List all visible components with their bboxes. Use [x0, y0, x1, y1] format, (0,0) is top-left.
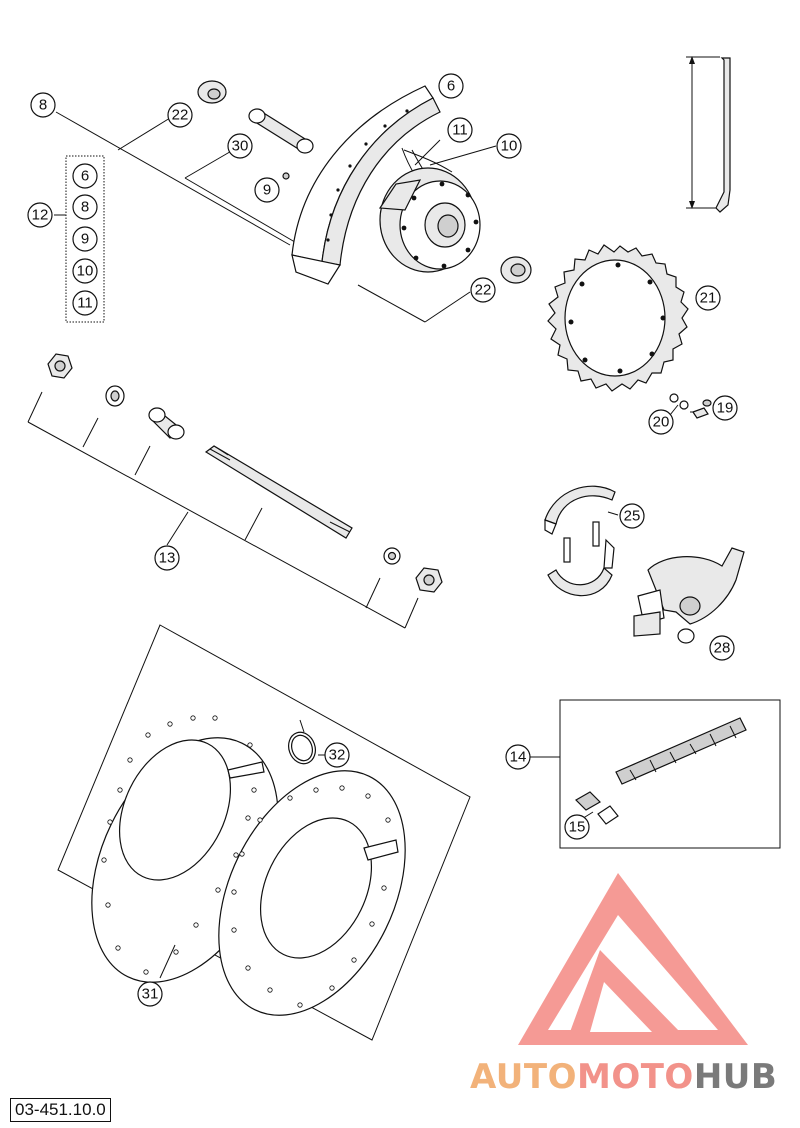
svg-text:10: 10 — [77, 263, 94, 280]
brake-disc-31 — [91, 715, 406, 1016]
callout-15: 15 — [564, 814, 590, 840]
washer-left — [105, 385, 125, 407]
callout-25: 25 — [619, 503, 645, 529]
svg-text:12: 12 — [32, 207, 49, 224]
kit-box-12 — [65, 155, 105, 323]
svg-text:22: 22 — [172, 107, 189, 124]
callout-21: 21 — [695, 285, 721, 311]
watermark-text: AUTOMOTOHUB — [470, 1057, 777, 1097]
svg-text:14: 14 — [510, 749, 527, 766]
callout-28: 28 — [709, 635, 735, 661]
axle-nut-left — [47, 353, 73, 379]
svg-text:9: 9 — [81, 231, 89, 248]
svg-text:15: 15 — [569, 819, 586, 836]
kit-list-12: 6 8 9 10 11 — [72, 163, 98, 316]
washer-20 — [669, 393, 689, 410]
callout-13: 13 — [154, 545, 180, 571]
svg-text:6: 6 — [447, 78, 455, 95]
kit-item: 11 — [72, 290, 98, 316]
washer-right — [383, 547, 401, 565]
svg-text:28: 28 — [714, 640, 731, 657]
svg-text:10: 10 — [501, 138, 518, 155]
axle-nut-right — [415, 567, 443, 593]
bearing-22-bottom — [500, 256, 532, 284]
bearing-22-top — [197, 80, 227, 104]
callout-14: 14 — [505, 744, 531, 770]
callout-10: 10 — [496, 133, 522, 159]
brake-shoes-25 — [544, 485, 616, 597]
spacer-left — [148, 407, 185, 440]
spoke-measure — [686, 56, 731, 213]
kit-item: 8 — [72, 194, 98, 220]
svg-text:22: 22 — [475, 282, 492, 299]
kit-item: 9 — [72, 226, 98, 252]
callout-9: 9 — [254, 177, 280, 203]
callout-11: 11 — [447, 117, 473, 143]
wheel-hub — [378, 167, 481, 273]
svg-text:21: 21 — [700, 290, 717, 307]
callout-19: 19 — [712, 395, 738, 421]
svg-text:8: 8 — [81, 199, 89, 216]
callout-12: 12 — [27, 202, 53, 228]
brake-plate-28 — [633, 547, 745, 644]
axle-13 — [204, 445, 353, 539]
svg-text:13: 13 — [159, 550, 176, 567]
kit-item: 6 — [72, 163, 98, 189]
callouts: 8 22 30 9 6 11 10 12 22 21 20 19 25 13 2… — [27, 73, 738, 1007]
callout-6: 6 — [438, 73, 464, 99]
svg-text:30: 30 — [232, 138, 249, 155]
diagram-code: 03-451.10.0 — [10, 1098, 111, 1122]
watermark-logo — [518, 873, 748, 1045]
callout-32: 32 — [324, 742, 350, 768]
callout-31: 31 — [137, 981, 163, 1007]
kit-item: 10 — [72, 258, 98, 284]
svg-text:31: 31 — [142, 986, 159, 1003]
svg-text:9: 9 — [263, 182, 271, 199]
drive-chain — [615, 717, 747, 785]
svg-text:19: 19 — [717, 400, 734, 417]
snap-ring-32 — [288, 719, 316, 765]
callout-30: 30 — [227, 133, 253, 159]
wheel-rim-6 — [291, 85, 441, 285]
callout-22-bottom: 22 — [470, 277, 496, 303]
svg-text:25: 25 — [624, 508, 641, 525]
rear-sprocket-21 — [547, 244, 689, 392]
callout-8: 8 — [30, 92, 56, 118]
spoke-nipple-9 — [282, 172, 290, 180]
svg-text:6: 6 — [81, 168, 89, 185]
chain-kit-box-14 — [559, 699, 781, 849]
svg-text:11: 11 — [77, 295, 93, 312]
disc-kit-box — [57, 624, 471, 1041]
bolt-19 — [692, 399, 712, 419]
spacer-tube-30 — [248, 108, 314, 154]
svg-text:32: 32 — [329, 747, 346, 764]
chain-link-15 — [575, 791, 619, 825]
svg-text:20: 20 — [653, 414, 670, 431]
svg-text:8: 8 — [39, 97, 47, 114]
leader-lines — [27, 111, 700, 823]
svg-text:11: 11 — [452, 122, 468, 139]
callout-22-top: 22 — [167, 102, 193, 128]
callout-20: 20 — [648, 409, 674, 435]
